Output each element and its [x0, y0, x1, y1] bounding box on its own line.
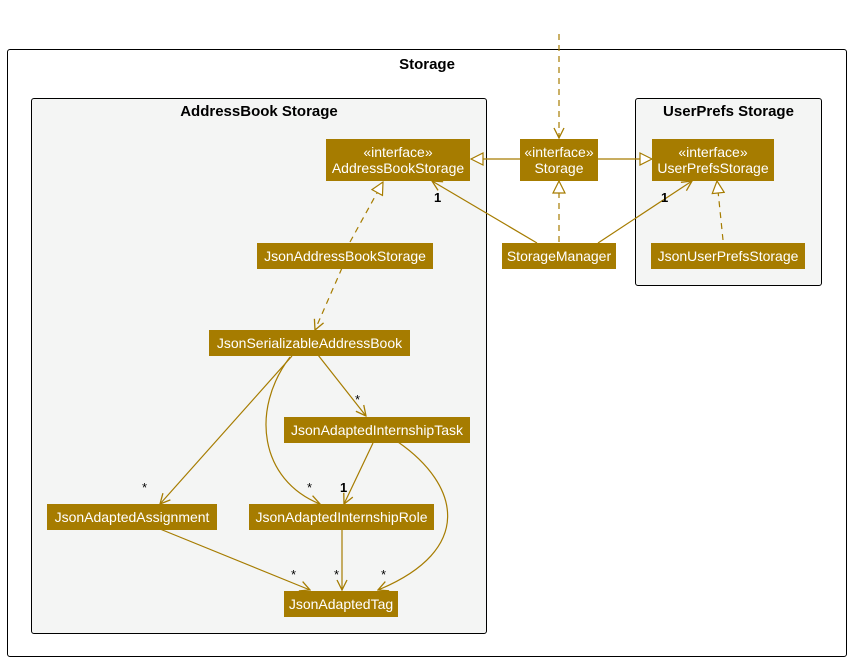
json-adapted-internship-task-name: JsonAdaptedInternshipTask: [291, 422, 463, 438]
json-adapted-internship-role-node: JsonAdaptedInternshipRole: [249, 504, 434, 530]
storage-manager-node: StorageManager: [502, 243, 616, 269]
edge-jsonuserprefs-implements-userprefs: [717, 181, 723, 241]
edge-serializable-to-task: [317, 354, 366, 416]
edge-manager-to-userprefsstorage: [597, 181, 692, 244]
json-userprefs-storage-node: JsonUserPrefsStorage: [651, 243, 805, 269]
mult-task-to-tag: *: [381, 567, 387, 582]
mult-serializable-to-task: *: [355, 392, 361, 407]
addressbook-storage-name: AddressBookStorage: [331, 160, 465, 176]
json-userprefs-storage-name: JsonUserPrefsStorage: [657, 248, 799, 264]
json-adapted-internship-task-node: JsonAdaptedInternshipTask: [284, 417, 470, 443]
json-adapted-internship-role-name: JsonAdaptedInternshipRole: [255, 509, 428, 525]
storage-manager-name: StorageManager: [506, 248, 612, 264]
storage-name: Storage: [534, 160, 584, 176]
mult-serializable-to-assignment: *: [142, 480, 148, 495]
mult-manager-to-userprefs: 1: [661, 190, 669, 205]
addressbook-storage-stereotype: «interface»: [363, 144, 433, 160]
userprefs-storage-node: «interface» UserPrefsStorage: [652, 139, 774, 181]
addressbook-storage-node: «interface» AddressBookStorage: [326, 139, 470, 181]
userprefs-storage-stereotype: «interface»: [678, 144, 748, 160]
json-adapted-assignment-node: JsonAdaptedAssignment: [47, 504, 217, 530]
edge-assignment-to-tag: [159, 528, 310, 590]
json-adapted-tag-node: JsonAdaptedTag: [284, 591, 398, 617]
storage-node: «interface» Storage: [520, 139, 598, 181]
addressbook-storage-package-title: AddressBook Storage: [180, 103, 338, 120]
edge-manager-to-addressbookstorage: [432, 181, 538, 244]
edge-jsonaddressbook-to-serializable: [315, 267, 343, 330]
edge-task-to-tag: [378, 441, 449, 590]
edge-serializable-to-role: [265, 356, 320, 504]
mult-serializable-to-role: *: [307, 480, 313, 495]
mult-role-to-tag: *: [334, 567, 340, 582]
addressbook-storage-package: AddressBook Storage: [31, 98, 487, 634]
json-serializable-addressbook-name: JsonSerializableAddressBook: [216, 335, 403, 351]
edge-jsonaddressbook-implements-addressbook: [349, 182, 383, 243]
json-addressbook-storage-name: JsonAddressBookStorage: [264, 248, 426, 264]
edge-serializable-to-assignment: [160, 355, 293, 504]
json-serializable-addressbook-node: JsonSerializableAddressBook: [209, 330, 410, 356]
json-addressbook-storage-node: JsonAddressBookStorage: [257, 243, 433, 269]
json-adapted-tag-name: JsonAdaptedTag: [288, 596, 394, 612]
json-adapted-assignment-name: JsonAdaptedAssignment: [54, 509, 210, 525]
edge-task-to-role: [344, 442, 374, 504]
storage-stereotype: «interface»: [524, 144, 594, 160]
mult-manager-to-addressbook: 1: [434, 190, 442, 205]
storage-package-title: Storage: [399, 56, 455, 73]
mult-task-to-role: 1: [340, 480, 348, 495]
userprefs-storage-name: UserPrefsStorage: [657, 160, 769, 176]
mult-assignment-to-tag: *: [291, 567, 297, 582]
userprefs-storage-package-title: UserPrefs Storage: [663, 103, 794, 120]
